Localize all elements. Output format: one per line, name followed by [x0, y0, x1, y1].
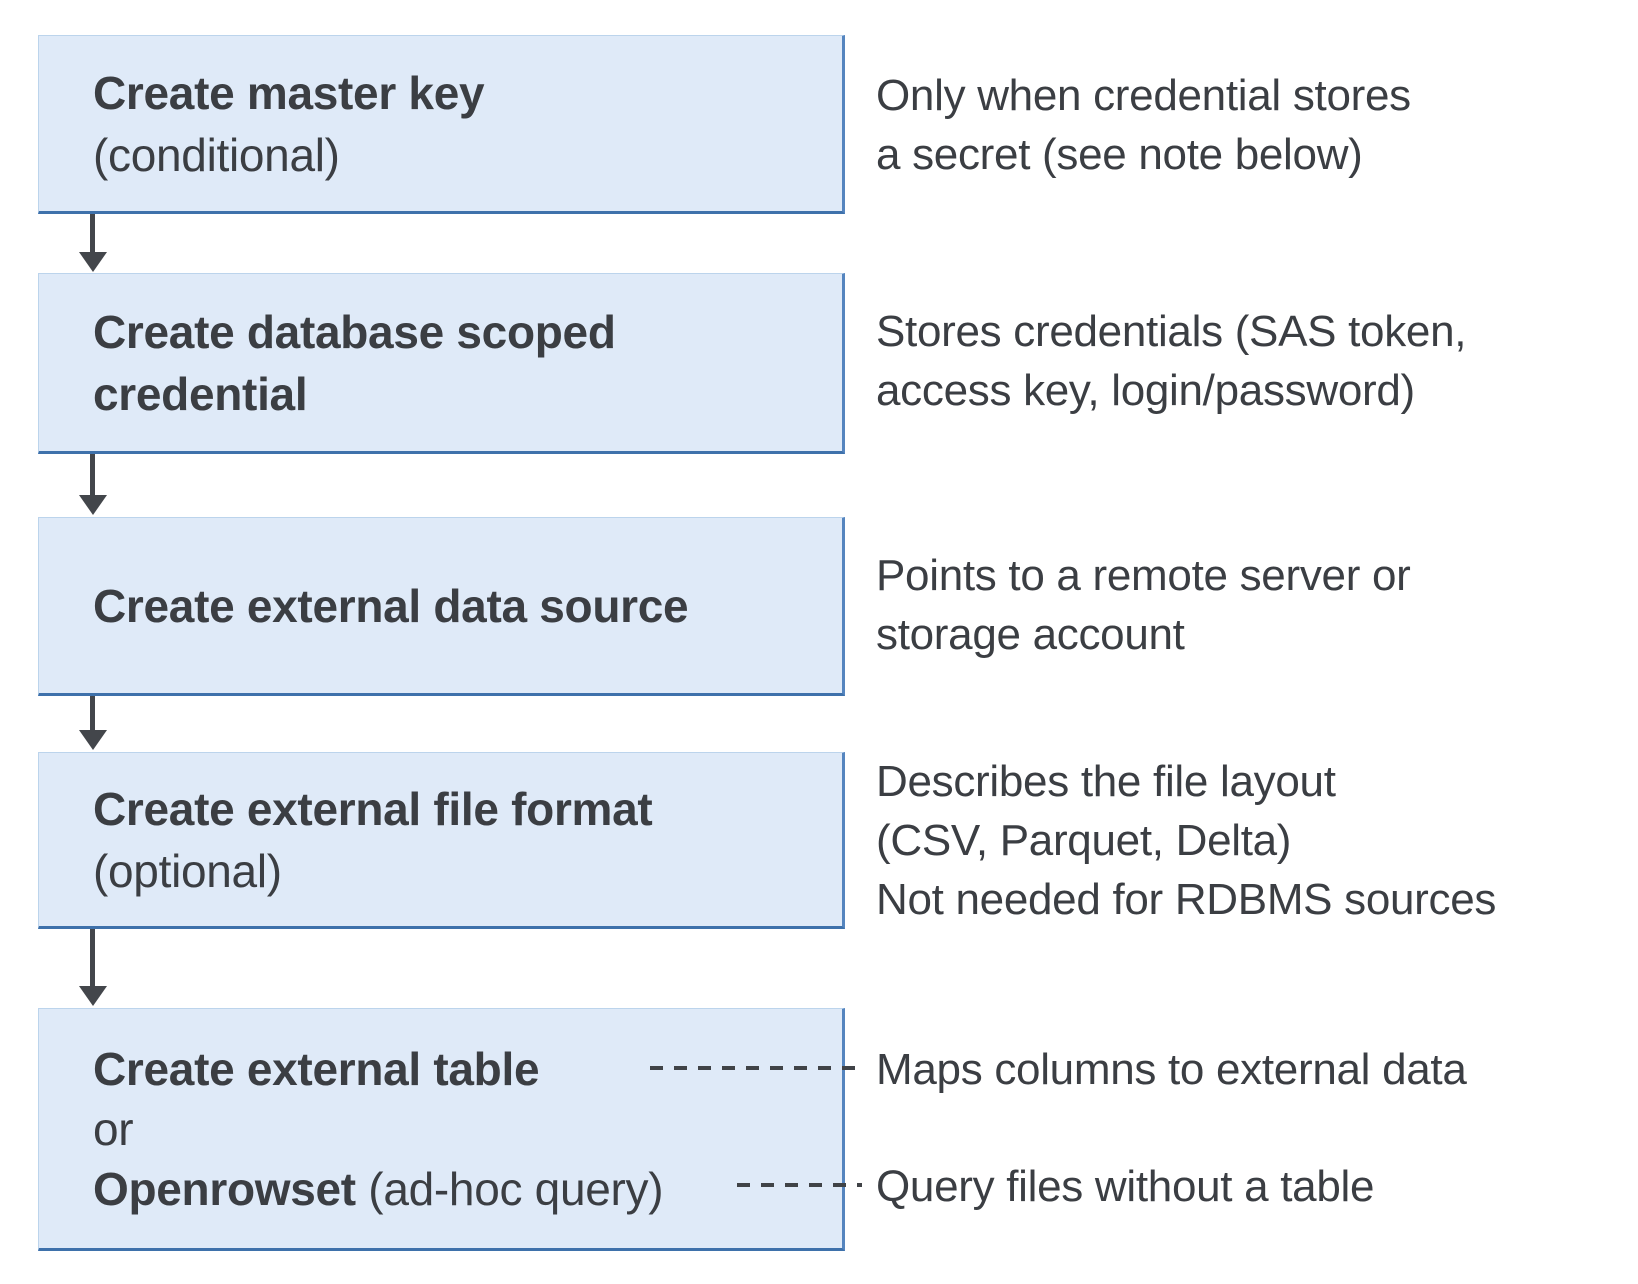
note-line: Not needed for RDBMS sources — [876, 875, 1497, 924]
step-title: Create database scoped credential — [93, 305, 616, 420]
note-line: Maps columns to external data — [876, 1045, 1467, 1094]
flow-arrow-icon — [79, 929, 107, 1006]
step-alt-title: Openrowset — [93, 1162, 356, 1215]
step-qualifier: (optional) — [93, 844, 282, 897]
step-alt-qualifier: (ad-hoc query) — [355, 1162, 664, 1215]
dashed-connector-external-table — [650, 1066, 862, 1070]
note-line: a secret (see note below) — [876, 130, 1363, 179]
note-openrowset: Query files without a table — [876, 1157, 1636, 1216]
note-external-table: Maps columns to external data — [876, 1040, 1636, 1099]
step-title: Create external data source — [93, 579, 689, 632]
arrow-head — [79, 495, 107, 515]
note-line: Points to a remote server or — [876, 551, 1411, 600]
step-or-label: or — [93, 1102, 134, 1155]
note-line: (CSV, Parquet, Delta) — [876, 816, 1292, 865]
step-title: Create external table — [93, 1042, 540, 1095]
arrow-head — [79, 986, 107, 1006]
note-line: access key, login/password) — [876, 366, 1415, 415]
arrow-shaft — [90, 929, 95, 990]
note-database-scoped-credential: Stores credentials (SAS token, access ke… — [876, 302, 1636, 420]
flow-arrow-icon — [79, 214, 107, 272]
note-line: Only when credential stores — [876, 71, 1411, 120]
step-box-create-external-data-source: Create external data source — [38, 517, 845, 696]
note-line: Stores credentials (SAS token, — [876, 307, 1467, 356]
arrow-head — [79, 252, 107, 272]
note-external-data-source: Points to a remote server or storage acc… — [876, 546, 1636, 664]
step-box-create-database-scoped-credential: Create database scoped credential — [38, 273, 845, 454]
step-title: Create external file format — [93, 782, 653, 835]
flow-arrow-icon — [79, 696, 107, 750]
note-line: storage account — [876, 610, 1185, 659]
step-title: Create master key — [93, 66, 485, 119]
arrow-shaft — [90, 696, 95, 734]
note-line: Query files without a table — [876, 1162, 1375, 1211]
note-external-file-format: Describes the file layout (CSV, Parquet,… — [876, 752, 1636, 929]
arrow-head — [79, 730, 107, 750]
note-master-key: Only when credential stores a secret (se… — [876, 66, 1636, 184]
note-line: Describes the file layout — [876, 757, 1336, 806]
arrow-shaft — [90, 214, 95, 256]
flow-arrow-icon — [79, 454, 107, 515]
step-box-create-external-table-or-openrowset: Create external table or Openrowset (ad-… — [38, 1008, 845, 1251]
arrow-shaft — [90, 454, 95, 499]
dashed-connector-openrowset — [737, 1183, 862, 1187]
step-box-create-master-key: Create master key (conditional) — [38, 35, 845, 214]
step-qualifier: (conditional) — [93, 128, 340, 181]
step-alt-line: Openrowset (ad-hoc query) — [93, 1159, 834, 1219]
step-box-create-external-file-format: Create external file format (optional) — [38, 752, 845, 929]
